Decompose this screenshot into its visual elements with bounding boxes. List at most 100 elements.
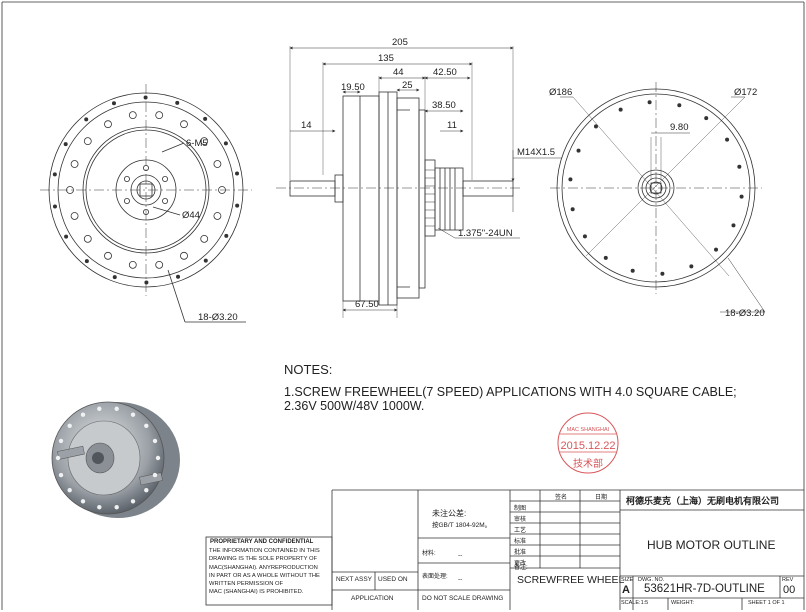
dim-11: 11	[447, 120, 457, 131]
proprietary-line: WRITTEN PERMISSION OF	[209, 581, 284, 588]
flange-hole	[58, 472, 64, 478]
right-980: 9.80	[670, 122, 689, 133]
spoke-hole	[570, 207, 575, 212]
right-dia-172: Ø172	[734, 87, 757, 98]
dwg-no: 53621HR-7D-OUTLINE	[644, 583, 765, 595]
spoke-hole	[143, 95, 148, 100]
sheet-label: SHEET 1 OF 1	[748, 600, 785, 606]
right-dia-186: Ø186	[549, 87, 572, 98]
proprietary-line: IN PART OR AS A WHOLE WITHOUT THE	[209, 572, 320, 579]
dwg-no-label: DWG. NO.	[638, 577, 665, 583]
approval-row-process: 工艺	[514, 528, 527, 534]
dim-m14: M14X1.5	[517, 147, 555, 158]
company-name: 柯德乐麦克（上海）无刷电机有限公司	[626, 496, 780, 506]
flange-hole	[67, 423, 72, 429]
rim-scallop	[180, 120, 188, 129]
rim-scallop	[83, 137, 92, 146]
flange-hole	[67, 487, 72, 493]
flange-hole	[55, 455, 61, 461]
used-on-label: USED ON	[378, 576, 408, 583]
flange-hole	[97, 505, 102, 510]
left-end-view	[40, 84, 252, 323]
note-line-1: 1.SCREW FREEWHEEL(7 SPEED) APPLICATIONS …	[284, 385, 737, 399]
proprietary-line: DRAWING IS THE SOLE PROPERTY OF	[209, 556, 318, 563]
proprietary-line: MAC (SHANGHAI) IS PROHIBITED.	[209, 589, 304, 596]
spoke-hole	[647, 100, 652, 105]
proprietary-text: THE INFORMATION CONTAINED IN THIS DRAWIN…	[209, 547, 331, 597]
flange-hole	[152, 438, 158, 444]
dim-135: 135	[378, 53, 394, 64]
spoke-hole	[203, 116, 208, 121]
proprietary-line: MAC(SHANGHAI). ANYREPRODUCTION	[209, 564, 318, 571]
tolerance-label: 未注公差:	[432, 509, 467, 518]
approval-row-draw: 制图	[514, 506, 527, 512]
spoke-hole	[630, 268, 635, 273]
dim-44: 44	[393, 67, 404, 78]
flange-hole	[114, 505, 119, 510]
drawing-title: HUB MOTOR OUTLINE	[647, 538, 776, 552]
spoke-hole	[235, 203, 240, 208]
spoke-hole	[111, 101, 116, 106]
material-value: --	[458, 552, 463, 559]
right-spoke-holes-label: 18-Ø3.20	[725, 308, 765, 319]
m5-hole	[123, 175, 130, 182]
spoke-hole	[63, 142, 68, 147]
stamp-date: 2015.12.22	[560, 440, 615, 452]
rim-scallop	[70, 212, 79, 220]
rim-scallop	[104, 251, 112, 260]
left-bore-label: Ø44	[182, 210, 200, 221]
spoke-hole	[737, 164, 742, 169]
rim-scallop	[155, 111, 164, 120]
flange-hole	[58, 438, 64, 444]
flange-hole	[144, 423, 149, 429]
flange-hole	[114, 406, 119, 411]
spoke-hole	[175, 100, 180, 105]
dim-1950: 19.50	[341, 82, 365, 93]
approval-row-approve: 批准	[514, 550, 527, 556]
flange-hole	[97, 406, 102, 411]
notes-title: NOTES:	[284, 362, 333, 377]
rim-scallop	[213, 160, 222, 168]
dim-25: 25	[402, 80, 413, 91]
spoke-hole	[714, 247, 719, 252]
spoke-hole	[576, 148, 581, 153]
application-label: APPLICATION	[351, 595, 394, 602]
rim-scallop	[128, 111, 137, 120]
spoke-hole	[725, 137, 730, 142]
spoke-hole	[84, 259, 89, 264]
size-value: A	[622, 584, 630, 596]
spoke-hole	[618, 107, 623, 112]
spoke-hole	[731, 223, 736, 228]
spoke-hole	[224, 233, 229, 238]
m5-hole	[162, 197, 169, 204]
approval-row-standard: 标准	[514, 539, 527, 545]
spoke-hole	[84, 117, 89, 122]
rim-scallop	[155, 260, 164, 269]
spoke-hole	[739, 194, 744, 199]
material-label: 材料:	[422, 551, 436, 557]
rim-scallop	[83, 234, 92, 243]
flange-hole	[155, 455, 161, 461]
rim-scallop	[213, 212, 222, 220]
rim-scallop	[104, 120, 112, 129]
dim-freewheel-thread: 1.375"-24UN	[458, 228, 513, 239]
spoke-hole	[112, 275, 117, 280]
flange-hole	[152, 472, 158, 478]
note-line-2: 2.36V 500W/48V 1000W.	[284, 399, 425, 413]
rim-scallop	[128, 260, 137, 269]
spoke-hole	[704, 116, 709, 121]
stamp-dept: 技术部	[573, 457, 603, 470]
date-header: 日期	[595, 495, 608, 501]
remark-label: 备注:	[514, 565, 528, 571]
weight-label: WEIGHT:	[671, 600, 694, 606]
spoke-hole	[52, 172, 57, 177]
flange-hole	[80, 412, 86, 417]
part-name: SCREWFREE WHEEL	[517, 574, 625, 586]
spoke-hole	[689, 264, 694, 269]
dim-6750: 67.50	[355, 299, 379, 310]
spoke-hole	[568, 177, 573, 182]
spoke-hole	[64, 234, 69, 239]
dim-4250: 42.50	[433, 67, 457, 78]
sign-header: 签名	[555, 495, 568, 501]
m5-hole	[162, 175, 169, 182]
